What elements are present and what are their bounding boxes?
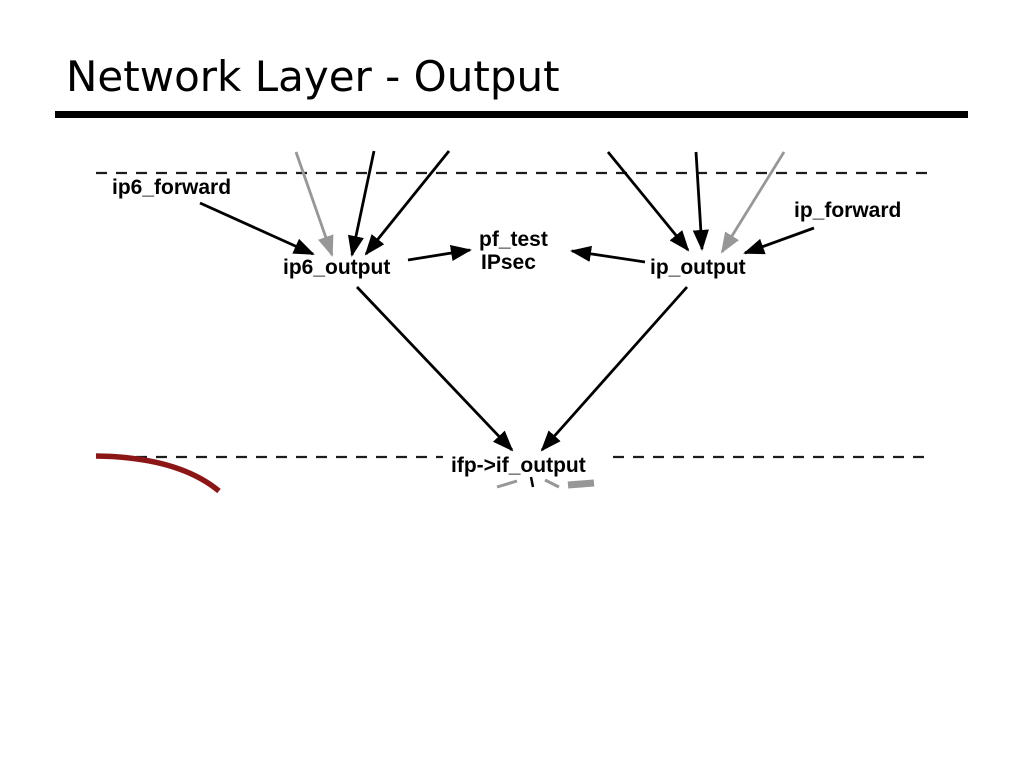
arrow-edges-layer	[199, 150, 815, 452]
edge-ip_output-to-if_output	[540, 286, 689, 452]
edge-upper-gray-to-ip_output	[720, 151, 786, 254]
title-underline	[55, 111, 968, 118]
edge-upper-left-to-ip_output	[606, 151, 690, 252]
clipped-fragments-layer	[496, 476, 595, 489]
edge-ip6_output-to-if_output	[355, 286, 514, 452]
boundary-dashed-lines	[96, 171, 932, 459]
edge-upper-right-to-ip6_output	[364, 150, 451, 256]
node-label-if-output: ifp->if_output	[451, 454, 586, 477]
edge-upper-mid-to-ip6_output	[347, 150, 376, 257]
node-label-ip6-forward: ip6_forward	[112, 176, 232, 199]
clipped-gray-stroke-3	[567, 479, 595, 489]
clipped-black-stroke	[529, 476, 535, 488]
edge-ip_forward-to-ip_output	[743, 226, 815, 255]
clipped-gray-stroke-2	[544, 478, 560, 489]
node-label-pf-test: pf_test	[479, 228, 548, 251]
node-label-ip-output: ip_output	[650, 256, 746, 279]
clipped-gray-stroke-1	[496, 479, 518, 489]
node-label-ip-forward: ip_forward	[794, 199, 902, 222]
edge-ip6_output-to-pf_test	[407, 245, 472, 262]
red-highlight-arc	[95, 453, 221, 494]
node-label-ip6-output: ip6_output	[283, 256, 391, 279]
node-label-ipsec: IPsec	[481, 251, 536, 274]
edge-upper-gray-to-ip6_output	[294, 151, 334, 257]
edge-upper-mid-to-ip_output	[692, 151, 709, 251]
red-arc-layer	[95, 453, 221, 494]
edge-ip_output-to-ipsec	[570, 245, 646, 264]
page-title: Network Layer - Output	[66, 52, 560, 101]
edge-ip6_forward-to-ip6_output	[199, 201, 315, 256]
